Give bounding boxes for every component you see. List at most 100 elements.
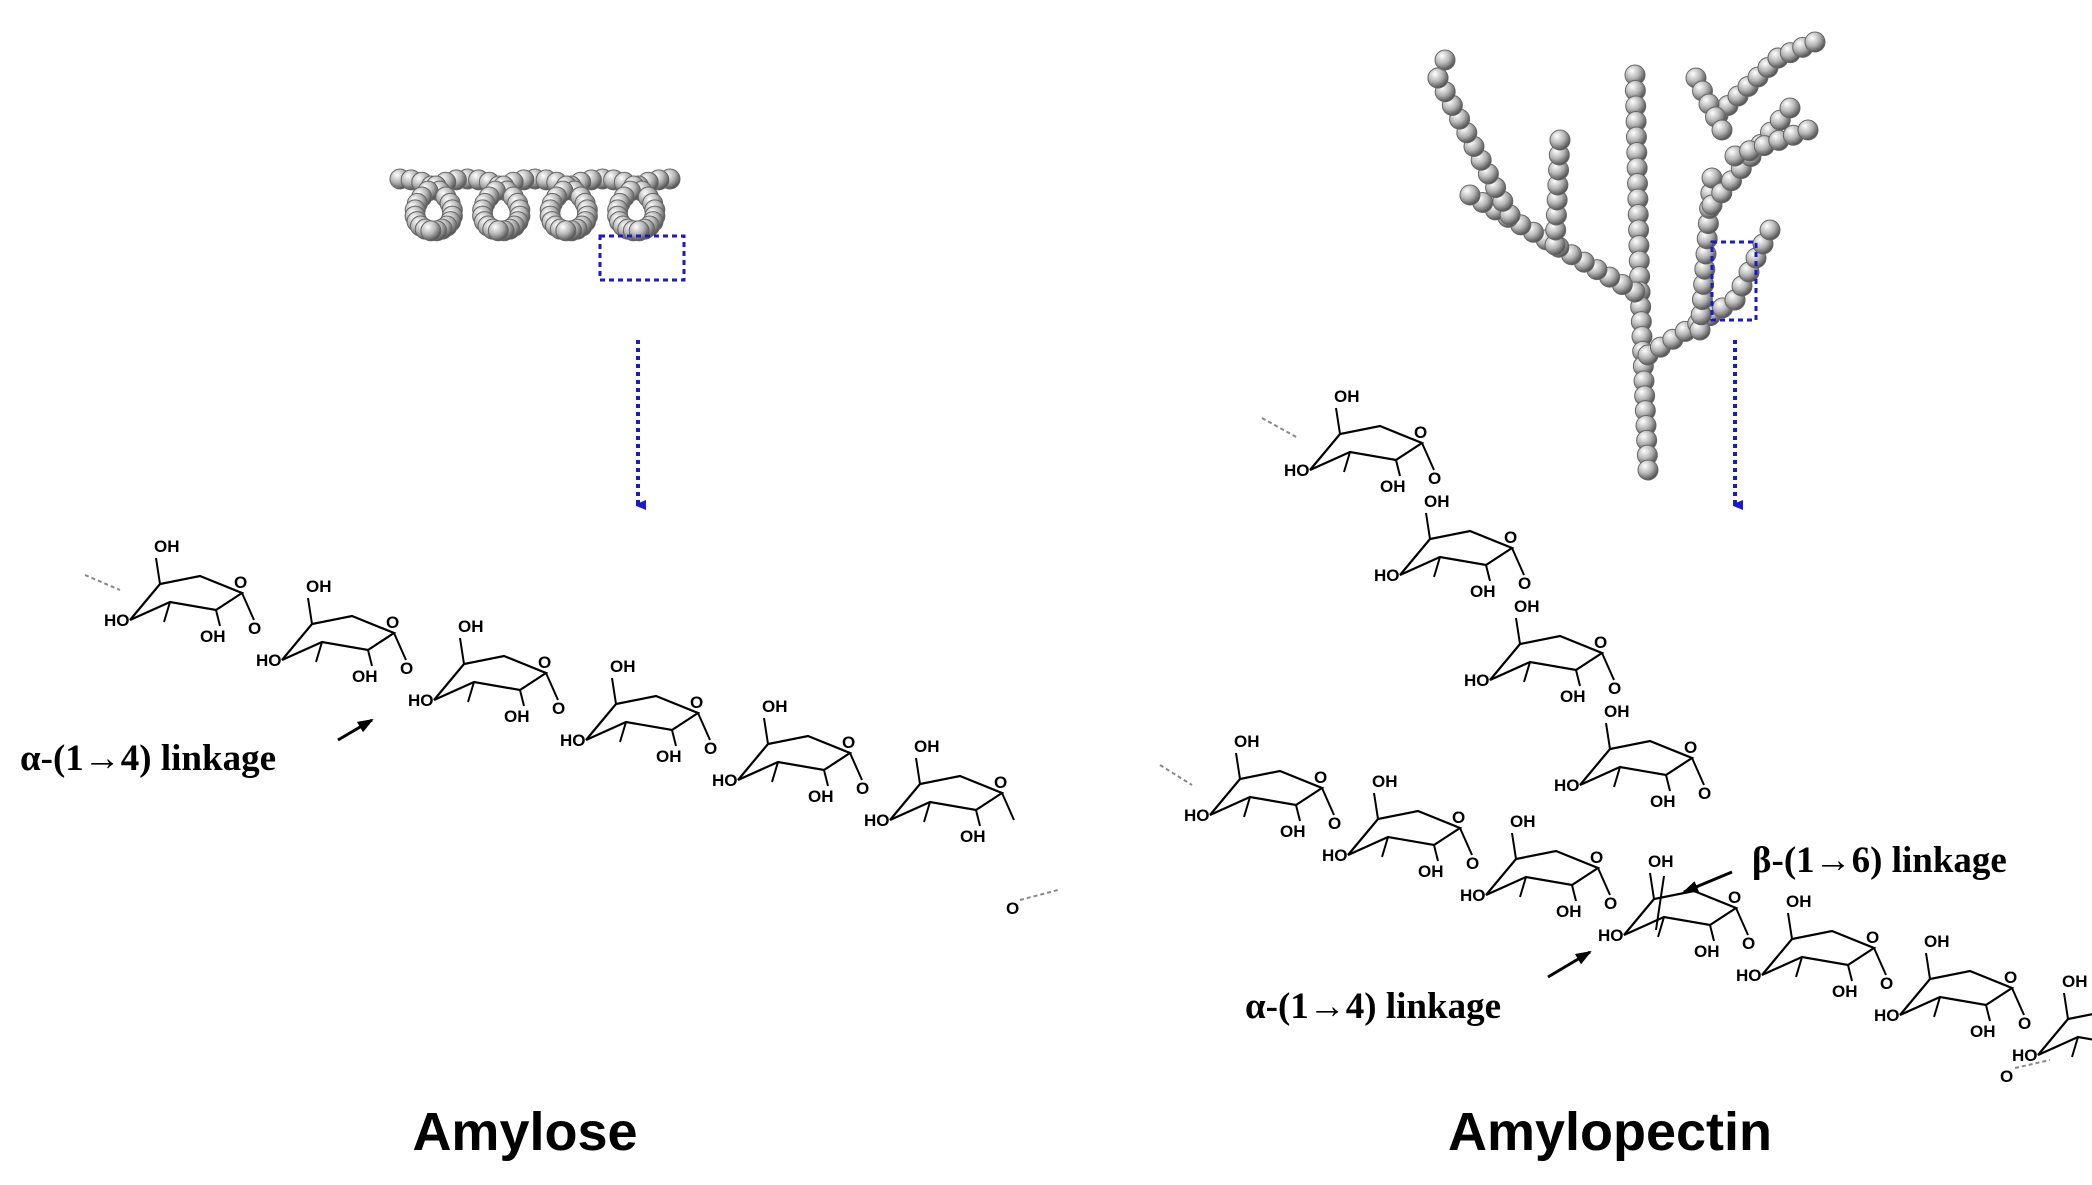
glucose-sphere [1804,31,1826,53]
glycosidic-oxygen-label: O [1880,974,1893,993]
glucose-sphere [1711,119,1733,141]
substituent-bonds [1425,512,1491,582]
hydroxyl-label: OH [1786,892,1812,911]
hydroxyl-label: HO [1464,671,1490,690]
glycosidic-bond [1511,547,1525,576]
substituent-bonds [2063,992,2079,1058]
glycosidic-bond [393,632,407,661]
substituent-bonds [155,557,221,627]
hydroxyl-label: OH [458,617,484,636]
glycosidic-oxygen-label: O [552,699,565,718]
hydroxyl-label: OH [1694,942,1720,961]
chain-continuation [84,574,121,591]
hydroxyl-label: OH [1280,822,1306,841]
ring-bonds [1209,769,1325,817]
hydroxyl-label: HO [712,771,738,790]
ring-bonds [737,734,853,782]
glucose-sphere [1637,459,1659,481]
hydroxyl-label: OH [1832,982,1858,1001]
chain-continuation [1261,417,1299,439]
hydroxyl-label: OH [306,577,332,596]
hydroxyl-label: OH [762,697,788,716]
ring-oxygen-label: O [690,693,703,712]
amylopectin-title: Amylopectin [1448,1102,1772,1162]
glycosidic-oxygen-label: O [1466,854,1479,873]
ring-bonds [1347,809,1463,857]
glucose-ring: OH HO OH O O [712,697,869,806]
ring-oxygen-label: O [1594,633,1607,652]
hydroxyl-label: OH [352,667,378,686]
glycosidic-bond [2011,987,2025,1016]
substituent-bonds [1373,792,1439,862]
ring-oxygen-label: O [386,613,399,632]
hydroxyl-label: HO [1554,776,1580,795]
ring-bonds [1899,969,2015,1017]
ring-bonds [1399,529,1515,577]
glucose-sphere [420,220,442,242]
glucose-sphere [1459,184,1481,206]
glycosidic-oxygen-label: O [400,659,413,678]
hydroxyl-label: HO [104,611,130,630]
glycosidic-bond [1321,787,1335,816]
hydroxyl-label: HO [408,691,434,710]
substituent-bonds [611,677,677,747]
hydroxyl-label: OH [1556,902,1582,921]
hydroxyl-label: OH [1372,772,1398,791]
ring-oxygen-label: O [538,653,551,672]
glycosidic-oxygen-label: O [248,619,261,638]
substituent-bonds [1925,952,1991,1022]
amylopectin-highlight-box [1710,240,1758,322]
ring-oxygen-label: O [1314,768,1327,787]
amylose-chemical-structure: OHHOOHOOOHHOOHOOOHHOOHOOOHHOOHOOOHHOOHOO… [84,537,1059,918]
hydroxyl-label: OH [1234,732,1260,751]
ring-oxygen-label: O [1504,528,1517,547]
hydroxyl-label: OH [1334,387,1360,406]
amylopectin-chemical-structure: OHHOOHOOOHHOOHOOOHHOOHOOOHHOOHOOOHHOOHOO… [1159,387,2092,1086]
glucose-sphere [555,220,577,242]
glycosidic-oxygen-label: O [704,739,717,758]
hydroxyl-label: OH [610,657,636,676]
glucose-sphere [1797,119,1819,141]
hydroxyl-label: OH [808,787,834,806]
chain-continuation [2014,1059,2051,1069]
ring-oxygen-label: O [842,733,855,752]
hydroxyl-label: OH [1380,477,1406,496]
hydroxyl-label: OH [2062,972,2088,991]
glycosidic-bond [849,752,863,781]
hydroxyl-label: OH [656,747,682,766]
glycosidic-bond [1421,442,1435,471]
glucose-sphere [628,220,650,242]
ring-oxygen-label: O [1452,808,1465,827]
glycosidic-bond [1597,867,1611,896]
hydroxyl-label: OH [914,737,940,756]
hydroxyl-label: HO [1322,846,1348,865]
glycosidic-oxygen-label: O [1698,784,1711,803]
substituent-bonds [1515,617,1581,687]
hydroxyl-label: HO [1374,566,1400,585]
substituent-bonds [1649,872,1715,942]
ring-bonds [2037,1013,2092,1057]
glucose-sphere [1779,97,1801,119]
hydroxyl-label: HO [1598,926,1624,945]
ring-bonds [1309,424,1425,472]
glycosidic-oxygen-label: O [1518,574,1531,593]
chain-continuation [1019,889,1059,901]
amylose-title: Amylose [412,1102,637,1162]
glycosidic-oxygen-label: O [1604,894,1617,913]
glycosidic-bond [241,592,255,621]
glycosidic-bond [545,672,559,701]
glycosidic-bond [1735,907,1749,936]
branch-point-bond [1655,875,1665,931]
hydroxyl-label: OH [1418,862,1444,881]
ring-bonds [1761,929,1877,977]
glycosidic-oxygen-label: O [856,779,869,798]
glycosidic-oxygen-label: O [1608,679,1621,698]
ring-bonds [129,574,245,622]
glycosidic-bond [1691,757,1705,786]
